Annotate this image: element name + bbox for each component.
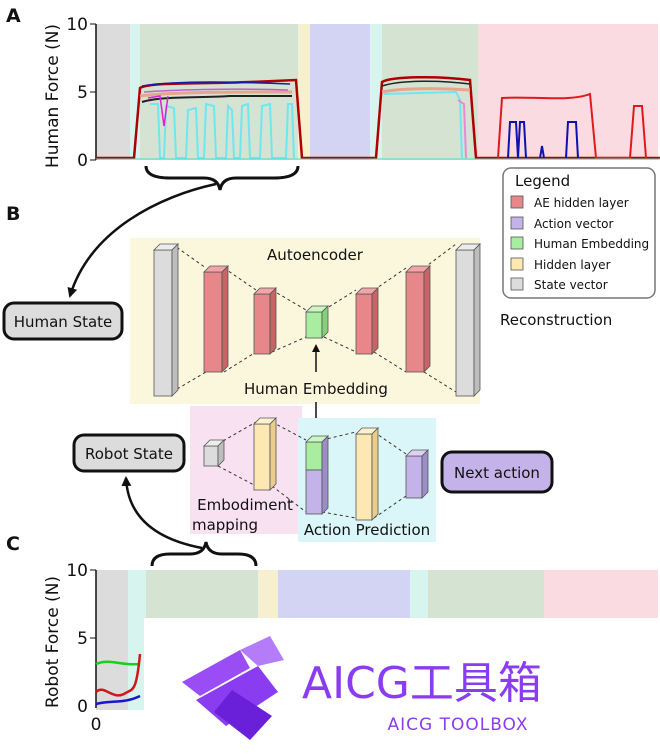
legend-swatch [510,216,524,230]
robot-state-vector-block [203,439,225,467]
ae-hidden-layer [405,265,431,373]
watermark-overlay: AICG工具箱 AICG TOOLBOX [144,618,660,756]
arrow-to-human-state [67,182,217,298]
y-tick-label: 5 [77,83,88,103]
robot-state-label: Robot State [85,445,173,463]
force-trace-blue [141,81,291,87]
y-tick-label: 5 [77,629,88,649]
legend-label: Action vector [534,217,614,231]
selection-brace [144,165,300,191]
legend-frame [502,167,656,299]
legend-label: Hidden layer [534,258,611,272]
y-axis-label: Robot Force (N) [43,576,63,708]
watermark-logo-icon [182,636,284,740]
panel-a-chart: A 10 5 0 Human Force (N) [6,5,660,171]
robot-state-box: Robot State [72,433,186,473]
next-action-box: Next action [440,450,554,494]
panel-label-b: B [6,203,20,225]
force-trace-black [381,80,471,87]
phase-band [96,24,130,160]
human-state-label: Human State [14,313,113,331]
phase-band [96,570,128,710]
embodiment-mapping-region [190,406,302,534]
phase-band [310,24,370,160]
force-trace [139,90,293,98]
y-axis-label: Human Force (N) [43,24,63,168]
legend-swatch [510,277,524,291]
phase-band [298,24,310,160]
legend-item: AE hidden layer [510,195,629,210]
human-embedding-label: Human Embedding [244,380,388,398]
force-trace-cyan [383,90,463,159]
force-trace-cyan [150,102,295,159]
force-trace-red [95,653,142,697]
force-trace-black [141,95,292,103]
force-trace-red [497,92,647,159]
legend-title: Legend [515,172,570,190]
legend-item: State vector [510,277,608,292]
human-state-box: Human State [2,301,124,341]
force-trace-blue [507,121,579,159]
action-vector-block [405,449,429,499]
legend: Legend AE hidden layer Action vector Hum… [502,167,656,299]
x-tick-label: 0 [91,715,102,735]
legend-swatch [510,257,524,271]
ae-hidden-layer [203,265,229,373]
next-action-label: Next action [454,464,540,482]
legend-item: Action vector [510,216,614,231]
arrow-to-robot-state [121,476,203,550]
panel-label-c: C [6,533,20,555]
force-trace [381,87,471,94]
ae-input-state-vector [153,243,179,397]
reconstruction-label: Reconstruction [500,311,612,329]
legend-swatch [510,195,524,209]
legend-label: AE hidden layer [534,196,629,210]
watermark-title: AICG工具箱 [302,658,542,709]
y-tick-label: 0 [77,697,88,717]
force-trace-green [95,660,141,666]
embodiment-label-line2: mapping [192,516,258,534]
y-tick-label: 0 [77,151,88,171]
human-embedding-layer [305,305,329,339]
force-trace-pink [457,99,467,159]
force-trace-blue [95,694,141,706]
phase-band [128,570,146,710]
ae-output-state-vector [455,243,481,397]
force-trace-purple [143,88,289,93]
ae-hidden-layer [253,287,277,355]
phase-band [130,24,140,160]
action-prediction-label: Action Prediction [304,521,430,539]
y-tick-label: 10 [66,561,88,581]
legend-swatch [510,236,524,250]
y-tick-label: 10 [66,15,88,35]
prediction-hidden-layer [355,427,379,521]
force-trace-magenta [147,95,169,127]
autoencoder-title: Autoencoder [267,246,364,264]
embodiment-label-line1: Embodiment [197,496,293,514]
embedding-plus-action-block [305,435,329,515]
watermark-subtitle: AICG TOOLBOX [387,715,528,735]
panel-label-a: A [6,5,21,27]
legend-item: Hidden layer [510,257,611,272]
legend-item: Human Embedding [510,236,649,251]
legend-label: State vector [534,278,608,292]
legend-label: Human Embedding [534,237,649,251]
embodiment-hidden-layer [253,417,277,491]
ae-hidden-layer [355,287,379,355]
selection-brace-c [150,541,258,567]
